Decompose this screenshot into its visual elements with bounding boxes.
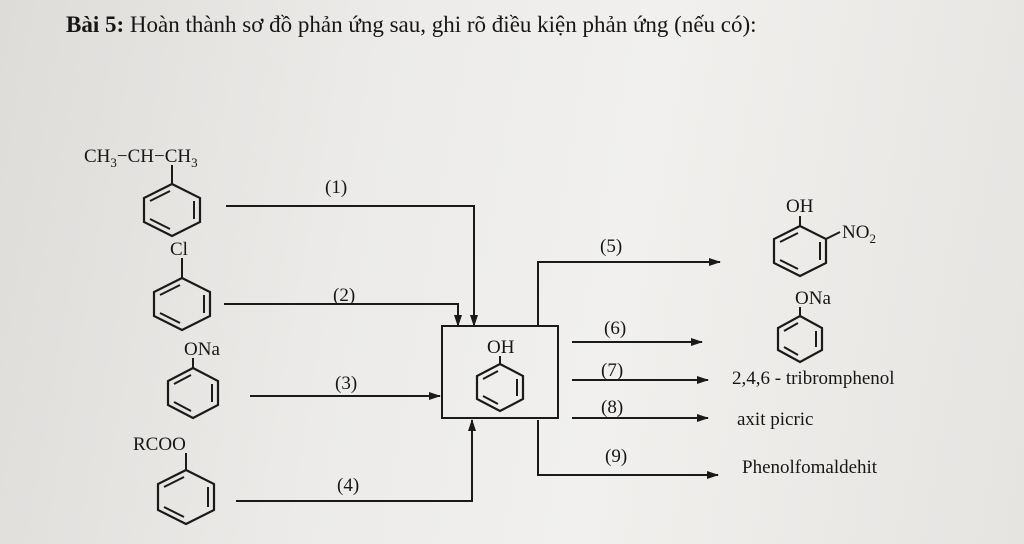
product6-phenoxide-structure: ONa	[776, 288, 831, 364]
arrow-step-6: (6)	[572, 318, 703, 346]
product7-label: 2,4,6 - tribromphenol	[732, 368, 895, 389]
product5-no2-text: NO	[842, 222, 869, 243]
benzene-ring-cumene	[142, 182, 202, 238]
arrow-step-9: (9)	[537, 420, 719, 479]
step-label-5: (5)	[600, 236, 622, 257]
chlorobenzene-structure: Cl	[152, 239, 212, 332]
step-label-1: (1)	[325, 177, 347, 198]
arrow-step-2: (2)	[224, 285, 462, 327]
step-label-9: (9)	[605, 446, 627, 467]
product5-no2-label: NO2	[842, 222, 876, 246]
exercise-number: Bài 5:	[66, 12, 125, 37]
step-label-8: (8)	[601, 397, 623, 418]
phenol-oh-label: OH	[487, 337, 515, 358]
product6-ona-label: ONa	[795, 288, 831, 309]
ester-substituent: RCOO	[133, 434, 186, 455]
chlorobenzene-substituent: Cl	[170, 239, 188, 260]
exercise-instruction: Hoàn thành sơ đồ phản ứng sau, ghi rõ đi…	[124, 12, 757, 37]
arrow-step-5: (5)	[537, 236, 721, 326]
exercise-title: Bài 5: Hoàn thành sơ đồ phản ứng sau, gh…	[66, 12, 757, 38]
product5-no2-subscript: 2	[869, 231, 876, 246]
cumene-structure: CH3−CH−CH3	[84, 146, 202, 238]
product8-label: axit picric	[737, 409, 814, 430]
step-label-4: (4)	[337, 475, 359, 496]
step-label-6: (6)	[604, 318, 626, 339]
o-nitrophenol-structure: OH NO2	[772, 196, 876, 278]
product9-label: Phenolfomaldehit	[742, 457, 878, 478]
step-label-3: (3)	[335, 373, 357, 394]
phenol-center-box: OH	[441, 325, 559, 419]
arrow-step-3: (3)	[250, 373, 441, 400]
step-label-7: (7)	[601, 360, 623, 381]
step-label-2: (2)	[333, 285, 355, 306]
phenyl-ester-structure: RCOO	[133, 434, 216, 526]
arrow-step-1: (1)	[226, 177, 478, 327]
product5-oh-label: OH	[786, 196, 814, 217]
cumene-formula: CH3−CH−CH3	[84, 146, 198, 170]
sodium-phenoxide-structure: ONa	[166, 339, 220, 420]
arrow-step-8: (8)	[572, 397, 709, 422]
arrow-step-7: (7)	[572, 360, 709, 384]
arrow-step-4: (4)	[236, 419, 476, 502]
phenoxide-substituent: ONa	[184, 339, 220, 360]
